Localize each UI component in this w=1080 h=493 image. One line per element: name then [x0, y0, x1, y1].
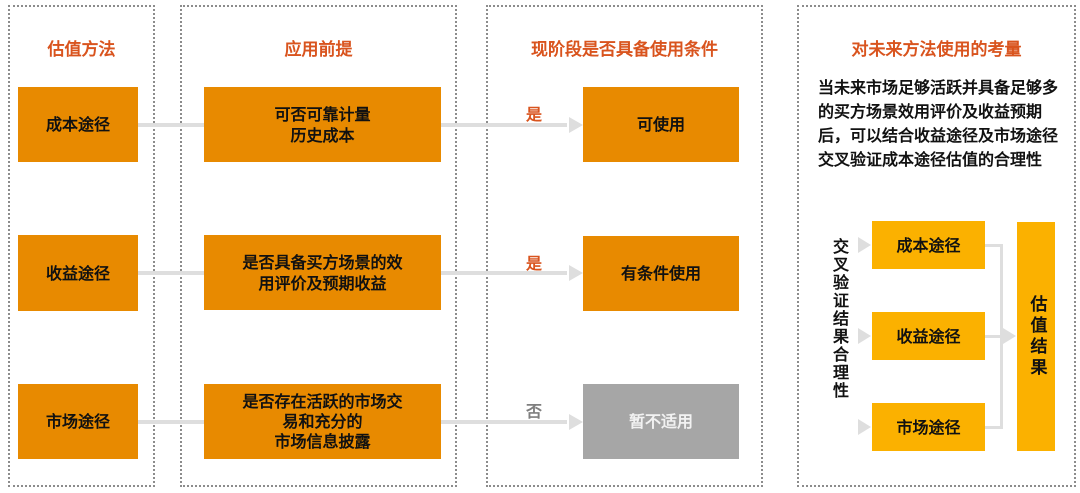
result-box-not-applicable: 暂不适用	[583, 384, 739, 459]
cross-arrow-3-icon	[858, 419, 871, 435]
method-label-cost: 成本途径	[45, 115, 110, 134]
future-method-box-income: 收益途径	[872, 312, 985, 360]
panel-title-application-premises: 应用前提	[284, 40, 353, 60]
arrow-row-1-icon	[569, 117, 583, 133]
method-label-market: 市场途径	[45, 412, 110, 431]
result-box-conditional: 有条件使用	[583, 236, 739, 311]
future-method-label-market: 市场途径	[896, 417, 961, 437]
premise-box-income: 是否具备买方场景的效 用评价及预期收益	[204, 235, 441, 310]
panel-title-future-considerations: 对未来方法使用的考量	[851, 40, 1022, 60]
result-box-usable: 可使用	[583, 87, 739, 162]
method-box-income: 收益途径	[18, 235, 138, 311]
premise-label-income: 是否具备买方场景的效 用评价及预期收益	[242, 252, 403, 293]
result-label-conditional: 有条件使用	[620, 264, 701, 283]
decision-label-yes-2: 是	[526, 254, 543, 273]
future-method-label-cost: 成本途径	[896, 235, 961, 255]
premise-box-cost: 可否可靠计量 历史成本	[204, 87, 441, 162]
merge-arrow-icon	[1003, 328, 1016, 344]
merge-line-bottom	[984, 426, 1002, 429]
cross-arrow-1-icon	[858, 237, 871, 253]
panel-future-considerations: 对未来方法使用的考量	[797, 5, 1076, 487]
premise-box-market: 是否存在活跃的市场交 易和充分的 市场信息披露	[204, 384, 441, 459]
result-label-not-applicable: 暂不适用	[628, 412, 693, 431]
future-method-box-cost: 成本途径	[872, 221, 985, 269]
panel-title-current-conditions: 现阶段是否具备使用条件	[531, 40, 718, 60]
future-method-label-income: 收益途径	[896, 326, 961, 346]
panel-title-valuation-methods: 估值方法	[47, 40, 116, 60]
decision-label-no: 否	[526, 402, 543, 421]
method-label-income: 收益途径	[45, 263, 110, 283]
panel-valuation-methods: 估值方法	[8, 5, 155, 487]
future-description: 当未来市场足够活跃并具备足够多的买方场景效用评价及收益预期后，可以结合收益途径及…	[818, 78, 1059, 169]
cross-check-label: 交叉验证结果合理性	[830, 238, 849, 400]
decision-label-yes-1: 是	[526, 105, 543, 124]
panel-current-conditions: 现阶段是否具备使用条件	[486, 5, 763, 487]
future-method-box-market: 市场途径	[872, 403, 985, 451]
arrow-row-3-icon	[569, 414, 583, 430]
valuation-result-label: 估值结果	[1026, 294, 1047, 379]
result-label-usable: 可使用	[636, 115, 685, 134]
panel-application-premises: 应用前提	[180, 5, 457, 487]
merge-line-middle	[984, 335, 1002, 338]
valuation-result-box: 估值结果	[1017, 222, 1055, 451]
merge-line-top	[984, 244, 1002, 247]
method-box-market: 市场途径	[18, 384, 138, 459]
premise-label-market: 是否存在活跃的市场交 易和充分的 市场信息披露	[242, 391, 403, 451]
arrow-row-2-icon	[569, 265, 583, 281]
cross-arrow-2-icon	[858, 328, 871, 344]
method-box-cost: 成本途径	[18, 87, 138, 162]
premise-label-cost: 可否可靠计量 历史成本	[274, 104, 371, 145]
